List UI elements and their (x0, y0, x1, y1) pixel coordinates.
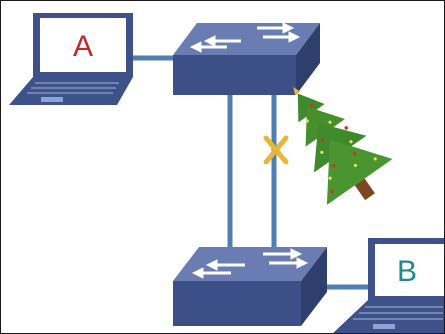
switch-bottom-front (173, 281, 301, 326)
switch-top-front (173, 55, 296, 95)
switch-top[interactable] (173, 23, 320, 95)
laptop-a[interactable]: A (9, 13, 133, 105)
switch-top-face (173, 23, 320, 55)
laptop-a-trackpad-icon (41, 97, 63, 102)
laptop-a-label: A (73, 30, 93, 63)
laptop-a-base (9, 77, 133, 105)
laptop-b-trackpad-icon (373, 324, 395, 329)
switch-bottom[interactable] (173, 247, 327, 326)
laptop-b-label: B (397, 255, 417, 288)
